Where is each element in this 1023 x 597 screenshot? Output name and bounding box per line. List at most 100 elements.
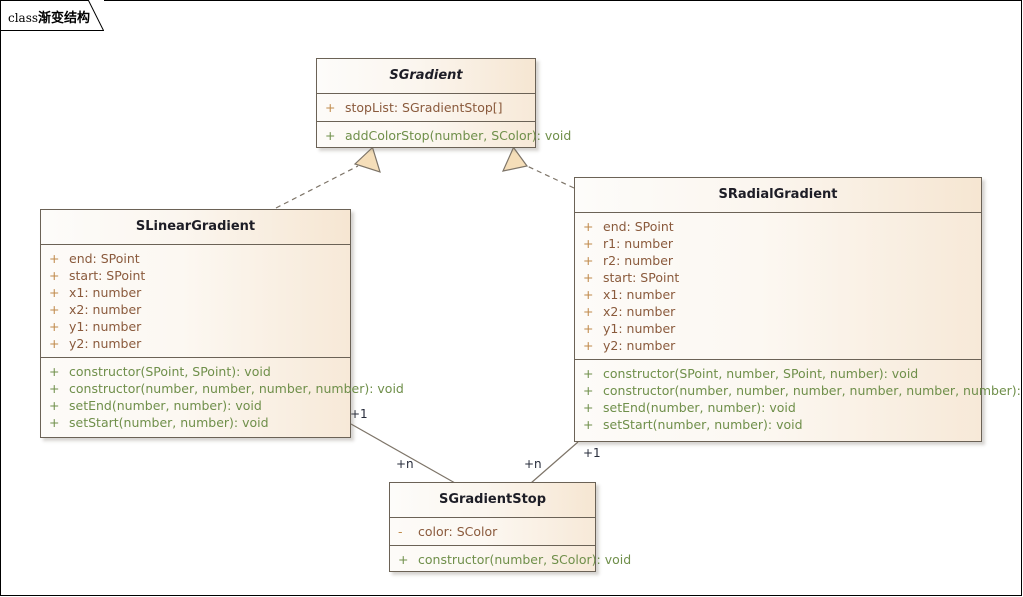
member-text: setStart(number, number): void [69,415,269,430]
attributes-section-sgradient: +stopList: SGradientStop[] [317,94,535,121]
attributes-section-sgradientstop: -color: SColor [390,518,595,545]
diagram-title-tab: class渐变结构 [0,0,104,31]
attribute-row: + r2: number [575,252,981,269]
member-text: y2: number [69,336,142,351]
diagram-frame-left-edge [0,30,1,596]
method-row: + setStart(number, number): void [41,414,350,431]
member-text: end: SPoint [603,219,674,234]
member-text: constructor(SPoint, number, SPoint, numb… [603,366,919,381]
member-text: start: SPoint [603,270,680,285]
member-text: constructor(number, number, number, numb… [603,383,1023,398]
member-text: color: SColor [418,524,498,539]
visibility-marker: + [583,321,594,336]
attribute-row: + x2: number [575,303,981,320]
visibility-marker: + [583,253,594,268]
member-text: x2: number [603,304,676,319]
member-text: x1: number [603,287,676,302]
methods-section-slineargradient: + constructor(SPoint, SPoint): void +cons… [41,357,404,436]
method-row: + constructor(SPoint, number, SPoint, num… [575,365,981,382]
visibility-marker: + [583,417,594,432]
member-text: y1: number [603,321,676,336]
member-text: stopList: SGradientStop[] [345,100,503,115]
member-text: y2: number [603,338,676,353]
diagram-title-keyword: class [8,11,39,25]
multiplicity-radial-source: +1 [583,446,601,460]
attribute-row: + y1: number [575,320,981,337]
visibility-marker: - [398,524,403,539]
visibility-marker: + [583,287,594,302]
visibility-marker: + [583,304,594,319]
attribute-row: + start: SPoint [575,269,981,286]
methods-section-sgradient: + addColorStop(number, SColor): void [317,121,571,149]
member-text: setStart(number, number): void [603,417,803,432]
visibility-marker: + [583,236,594,251]
visibility-marker: + [583,400,594,415]
class-box-slineargradient[interactable]: SLinearGradient +end: SPoint +start: SPo… [40,209,404,438]
attribute-row: +y1: number [41,318,350,335]
method-row: + constructor(number, number, number, num… [575,382,1023,399]
visibility-marker: + [49,381,60,396]
method-row: + constructor(number, SColor): void [390,551,631,568]
visibility-marker: + [583,338,594,353]
member-text: addColorStop(number, SColor): void [345,128,572,143]
multiplicity-linear-source: +1 [350,407,368,421]
visibility-marker: + [49,398,60,413]
class-box-sgradientstop[interactable]: SGradientStop -color: SColor + constructo… [389,482,631,573]
member-text: setEnd(number, number): void [69,398,262,413]
visibility-marker: + [583,383,594,398]
visibility-marker: + [325,128,336,143]
class-box-sradialgradient[interactable]: SRadialGradient +end: SPoint +r1: number… [574,177,1023,442]
visibility-marker: + [583,366,594,381]
attribute-row: +end: SPoint [575,218,981,235]
method-row: + setEnd(number, number): void [41,397,350,414]
diagram-title-name: 渐变结构 [38,11,91,26]
member-text: setEnd(number, number): void [603,400,796,415]
title-tab-shape [0,0,104,31]
attribute-row: + start: SPoint [41,267,350,284]
attributes-section-sradialgradient: +end: SPoint +r1: number +r2: number +st… [575,213,981,359]
member-text: end: SPoint [69,251,140,266]
member-text: start: SPoint [69,268,146,283]
method-row: + setEnd(number, number): void [575,399,981,416]
methods-section-sgradientstop: + constructor(number, SColor): void [390,545,631,573]
attribute-row: + y2: number [575,337,981,354]
member-text: constructor(SPoint, SPoint): void [69,364,271,379]
class-box-sgradient[interactable]: SGradient +stopList: SGradientStop[] + ad… [316,58,571,149]
member-text: x1: number [69,285,142,300]
visibility-marker: + [49,268,60,283]
member-text: x2: number [69,302,142,317]
method-row: +constructor(number, number, number, num… [41,380,404,397]
member-text: r2: number [603,253,674,268]
methods-section-sradialgradient: + constructor(SPoint, number, SPoint, num… [575,359,1023,438]
attribute-row: +stopList: SGradientStop[] [317,99,535,116]
class-name-sgradientstop: SGradientStop [390,483,595,518]
attribute-row: + r1: number [575,235,981,252]
method-row: + constructor(SPoint, SPoint): void [41,363,350,380]
visibility-marker: + [49,285,60,300]
visibility-marker: + [398,552,409,567]
attribute-row: + x1: number [41,284,350,301]
attribute-row: +x2: number [41,301,350,318]
method-row: + setStart(number, number): void [575,416,981,433]
visibility-marker: + [49,336,60,351]
multiplicity-linear-target: +n [396,457,414,471]
member-text: r1: number [603,236,674,251]
visibility-marker: + [49,415,60,430]
visibility-marker: + [583,270,594,285]
attribute-row: -color: SColor [390,523,595,540]
attributes-section-slineargradient: +end: SPoint +start: SPoint +x1: number … [41,245,350,357]
diagram-frame-top-edge [104,0,1022,1]
attribute-row: + x1: number [575,286,981,303]
attribute-row: + y2: number [41,335,350,352]
attribute-row: + end: SPoint [41,250,350,267]
method-row: + addColorStop(number, SColor): void [317,127,571,144]
member-text: constructor(number, SColor): void [418,552,632,567]
diagram-title-label: class渐变结构 [8,7,90,26]
class-name-sradialgradient: SRadialGradient [575,178,981,213]
member-text: y1: number [69,319,142,334]
visibility-marker: + [49,251,60,266]
visibility-marker: + [49,364,60,379]
class-name-sgradient: SGradient [317,59,535,94]
